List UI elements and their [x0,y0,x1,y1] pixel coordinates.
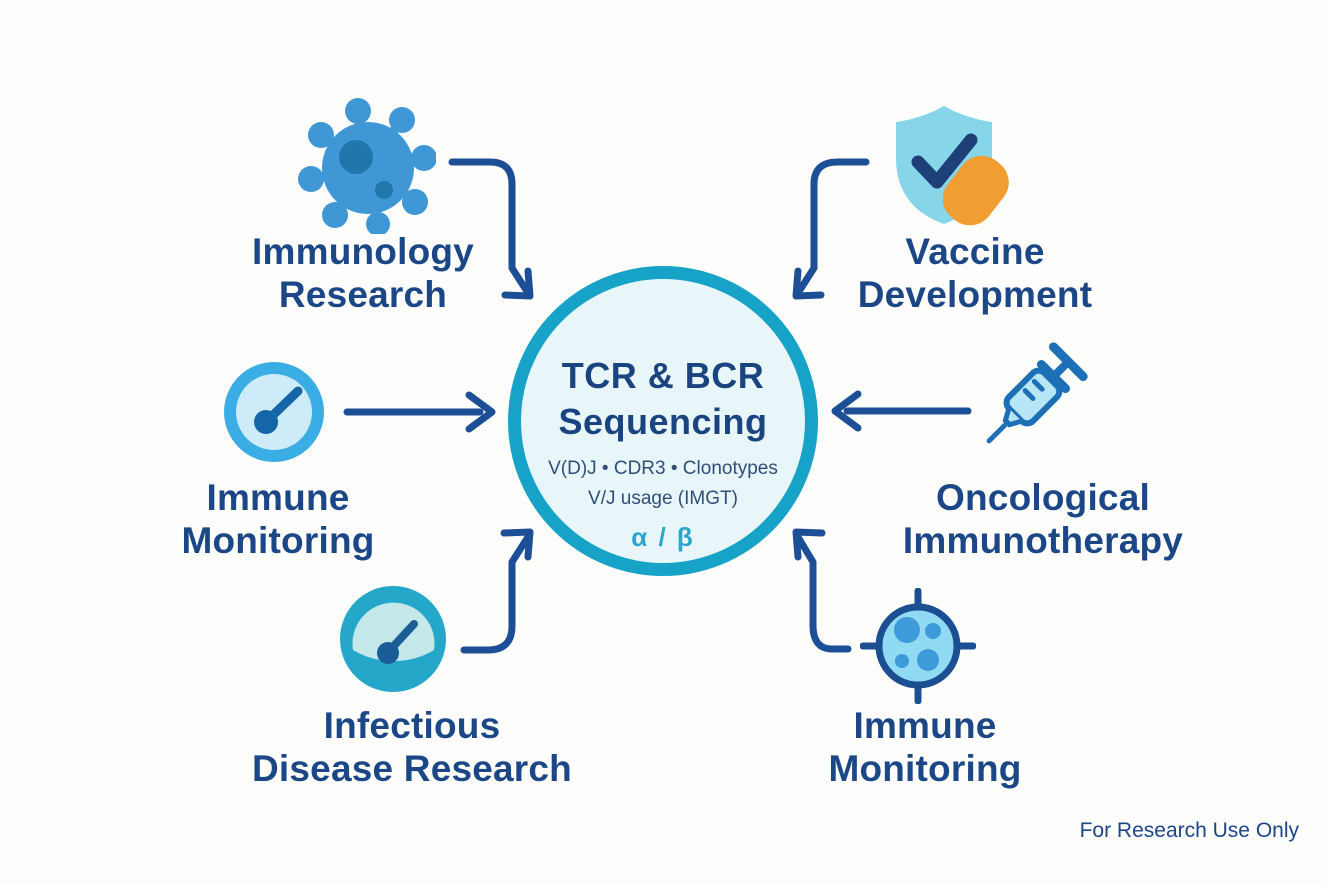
label-immune-monitoring-right: Immune Monitoring [750,704,1100,790]
center-hub-circle: TCR & BCR Sequencing V(D)J • CDR3 • Clon… [508,266,818,576]
label-oncological-immunotherapy: Oncological Immunotherapy [868,476,1218,562]
label-line: Disease Research [252,748,572,789]
label-line: Oncological [936,477,1150,518]
gauge-clock-icon [224,362,324,462]
label-line: Immune [853,705,997,746]
arrow-immune-monitoring-left-to-center [343,391,496,433]
center-title: TCR & BCR Sequencing [558,353,767,445]
label-infectious-disease-research: Infectious Disease Research [212,704,612,790]
label-line: Immune [206,477,350,518]
research-use-disclaimer: For Research Use Only [1079,819,1299,842]
label-immunology-research: Immunology Research [188,230,538,316]
label-line: Monitoring [828,748,1022,789]
label-line: Immunology [252,231,474,272]
center-title-line1: TCR & BCR [561,355,765,396]
center-subtitle-line2: V/J usage (IMGT) [588,488,738,509]
syringe-icon [986,342,1088,444]
label-line: Research [278,274,448,315]
arrow-immune-monitoring-right-to-center [792,528,852,653]
virus-icon [298,98,436,234]
label-line: Infectious [323,705,501,746]
label-line: Immunotherapy [902,520,1184,561]
shield-check-icon [896,106,1009,226]
label-line: Vaccine [905,231,1045,272]
arrow-infectious-to-center [460,528,534,654]
label-immune-monitoring-left: Immune Monitoring [103,476,453,562]
center-subtitle-line1: V(D)J • CDR3 • Clonotypes [548,458,778,479]
center-subtitle: V(D)J • CDR3 • Clonotypes V/J usage (IMG… [548,454,778,514]
label-line: Monitoring [181,520,375,561]
arrow-oncological-to-center [831,390,972,432]
label-vaccine-development: Vaccine Development [800,230,1150,316]
label-line: Development [857,274,1093,315]
cell-target-icon [860,588,976,704]
meter-icon [340,586,446,692]
center-title-line2: Sequencing [558,401,768,442]
alpha-beta-chains: α / β [631,522,695,552]
